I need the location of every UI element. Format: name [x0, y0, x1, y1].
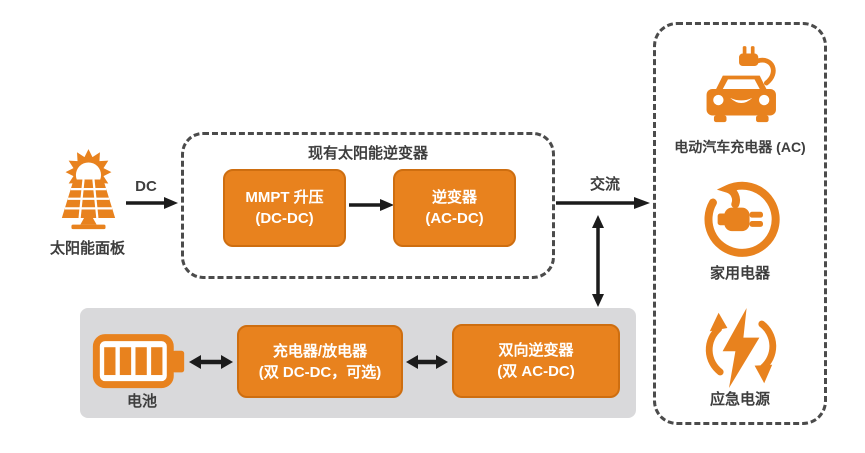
solar-inverter-group: 现有太阳能逆变器: [181, 132, 555, 279]
charger-discharger-line2: (双 DC-DC，可选): [258, 363, 382, 381]
ac-bidirectional-arrow: [592, 215, 604, 307]
battery-icon: [92, 333, 192, 391]
emergency-power-label: 应急电源: [709, 391, 770, 408]
dc-link-arrow: [349, 199, 394, 211]
solar-inverter-group-title: 现有太阳能逆变器: [307, 145, 428, 162]
inverter-line1: 逆变器: [431, 189, 477, 206]
solar-panel-label: 太阳能面板: [49, 240, 125, 257]
ev-charger-label: 电动汽车充电器 (AC): [674, 139, 806, 155]
emergency-power-icon: [698, 308, 784, 388]
ev-charger-icon: [694, 42, 790, 130]
mppt-boost-box: MMPT 升压 (DC-DC): [223, 169, 346, 247]
mppt-boost-line1: MMPT 升压: [245, 189, 324, 206]
inverter-box: 逆变器 (AC-DC): [393, 169, 516, 247]
ac-label: 交流: [589, 176, 620, 193]
dc-arrow: [126, 197, 178, 209]
bidirectional-inverter-line2: (双 AC-DC): [497, 363, 575, 380]
charger-discharger-line1: 充电器/放电器: [272, 342, 368, 360]
battery-charger-arrow: [189, 355, 233, 369]
ac-loads-panel: [653, 22, 827, 425]
mppt-boost-line2: (DC-DC): [255, 210, 314, 227]
bidirectional-inverter-line1: 双向逆变器: [498, 342, 574, 359]
charger-bidir-inverter-arrow: [406, 355, 448, 369]
solar-panel-icon: [50, 138, 124, 238]
charger-discharger-box: 充电器/放电器 (双 DC-DC，可选): [237, 325, 403, 398]
inverter-line2: (AC-DC): [425, 210, 484, 227]
battery-label: 电池: [126, 393, 157, 410]
dc-label: DC: [135, 178, 157, 195]
household-appliances-label: 家用电器: [709, 265, 770, 282]
household-plug-icon: [700, 170, 784, 262]
bidirectional-inverter-box: 双向逆变器 (双 AC-DC): [452, 324, 620, 398]
ac-arrow: [556, 197, 650, 209]
